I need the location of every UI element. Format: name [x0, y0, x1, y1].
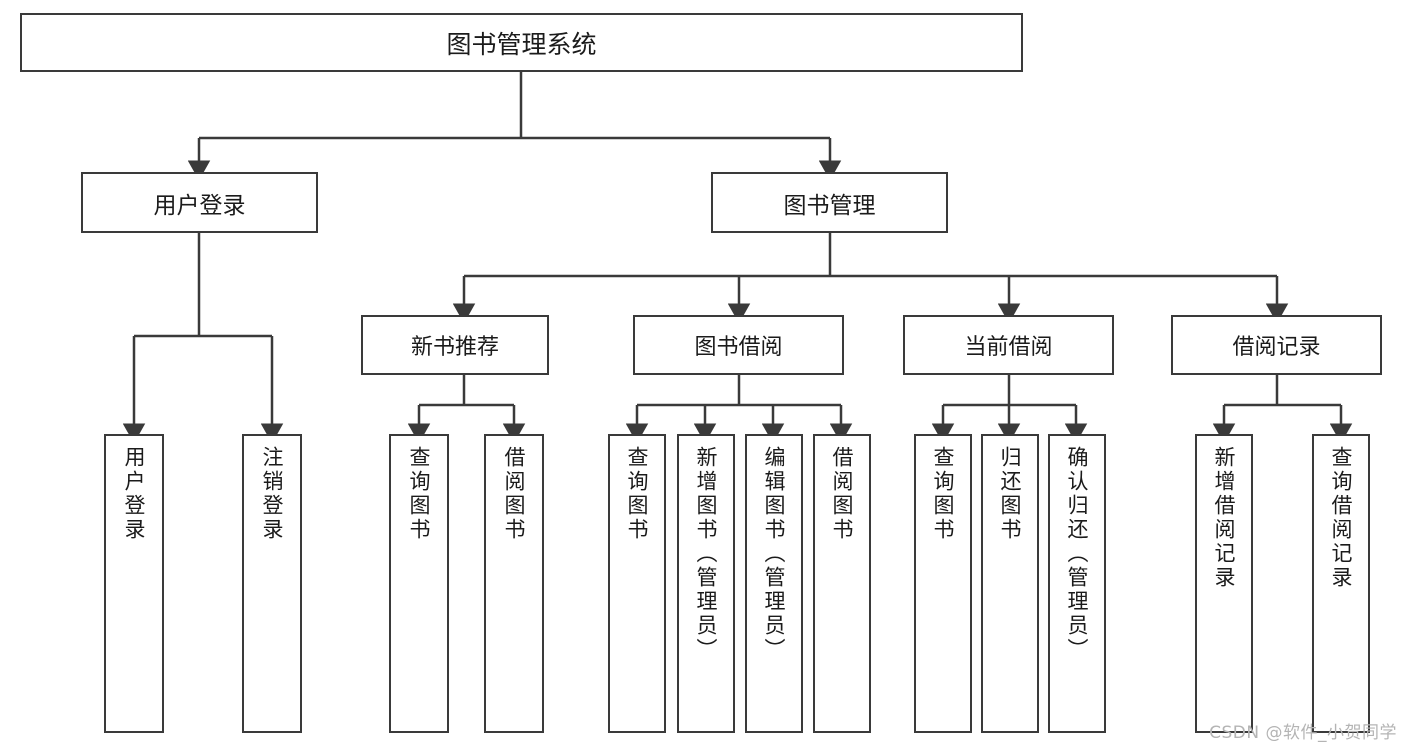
watermark: CSDN @软件_小贺同学 [1209, 723, 1397, 743]
node-book-borrow[interactable]: 图书借阅 [633, 315, 844, 375]
node-label: 图书管理系统 [446, 29, 597, 59]
node-label: 查询借阅记录 [1329, 446, 1354, 590]
node-label: 新增借阅记录 [1212, 446, 1237, 590]
node-label: 新书推荐 [410, 335, 499, 360]
node-label: 查询图书 [407, 446, 432, 542]
node-label: 用户登录 [153, 192, 246, 219]
node-label: 确认归还（管理员） [1065, 446, 1090, 662]
leaf-edit-book-admin[interactable]: 编辑图书（管理员） [745, 434, 803, 733]
node-label: 借阅图书 [830, 446, 855, 542]
node-label: 当前借阅 [964, 335, 1053, 360]
node-label: 编辑图书（管理员） [762, 446, 787, 662]
leaf-query-books-borrow[interactable]: 查询图书 [608, 434, 666, 733]
node-root-system[interactable]: 图书管理系统 [20, 13, 1023, 72]
leaf-query-books-recommend[interactable]: 查询图书 [389, 434, 449, 733]
node-label: 查询图书 [625, 446, 650, 542]
leaf-user-login[interactable]: 用户登录 [104, 434, 164, 733]
node-label: 图书借阅 [694, 335, 783, 360]
node-label: 归还图书 [998, 446, 1023, 542]
leaf-add-book-admin[interactable]: 新增图书（管理员） [677, 434, 735, 733]
node-new-book-recommend[interactable]: 新书推荐 [361, 315, 549, 375]
node-current-borrow[interactable]: 当前借阅 [903, 315, 1114, 375]
leaf-add-borrow-record[interactable]: 新增借阅记录 [1195, 434, 1253, 733]
node-label: 查询图书 [931, 446, 956, 542]
leaf-logout[interactable]: 注销登录 [242, 434, 302, 733]
node-label: 图书管理 [783, 192, 876, 219]
node-label: 用户登录 [122, 446, 147, 542]
leaf-query-borrow-record[interactable]: 查询借阅记录 [1312, 434, 1370, 733]
node-label: 借阅图书 [502, 446, 527, 542]
node-borrow-record[interactable]: 借阅记录 [1171, 315, 1382, 375]
node-label: 借阅记录 [1232, 335, 1321, 360]
node-label: 新增图书（管理员） [694, 446, 719, 662]
leaf-return-books[interactable]: 归还图书 [981, 434, 1039, 733]
leaf-query-books-current[interactable]: 查询图书 [914, 434, 972, 733]
node-label: 注销登录 [260, 446, 285, 542]
leaf-confirm-return-admin[interactable]: 确认归还（管理员） [1048, 434, 1106, 733]
leaf-borrow-books[interactable]: 借阅图书 [813, 434, 871, 733]
leaf-borrow-books-recommend[interactable]: 借阅图书 [484, 434, 544, 733]
node-book-management[interactable]: 图书管理 [711, 172, 948, 233]
node-user-login[interactable]: 用户登录 [81, 172, 318, 233]
